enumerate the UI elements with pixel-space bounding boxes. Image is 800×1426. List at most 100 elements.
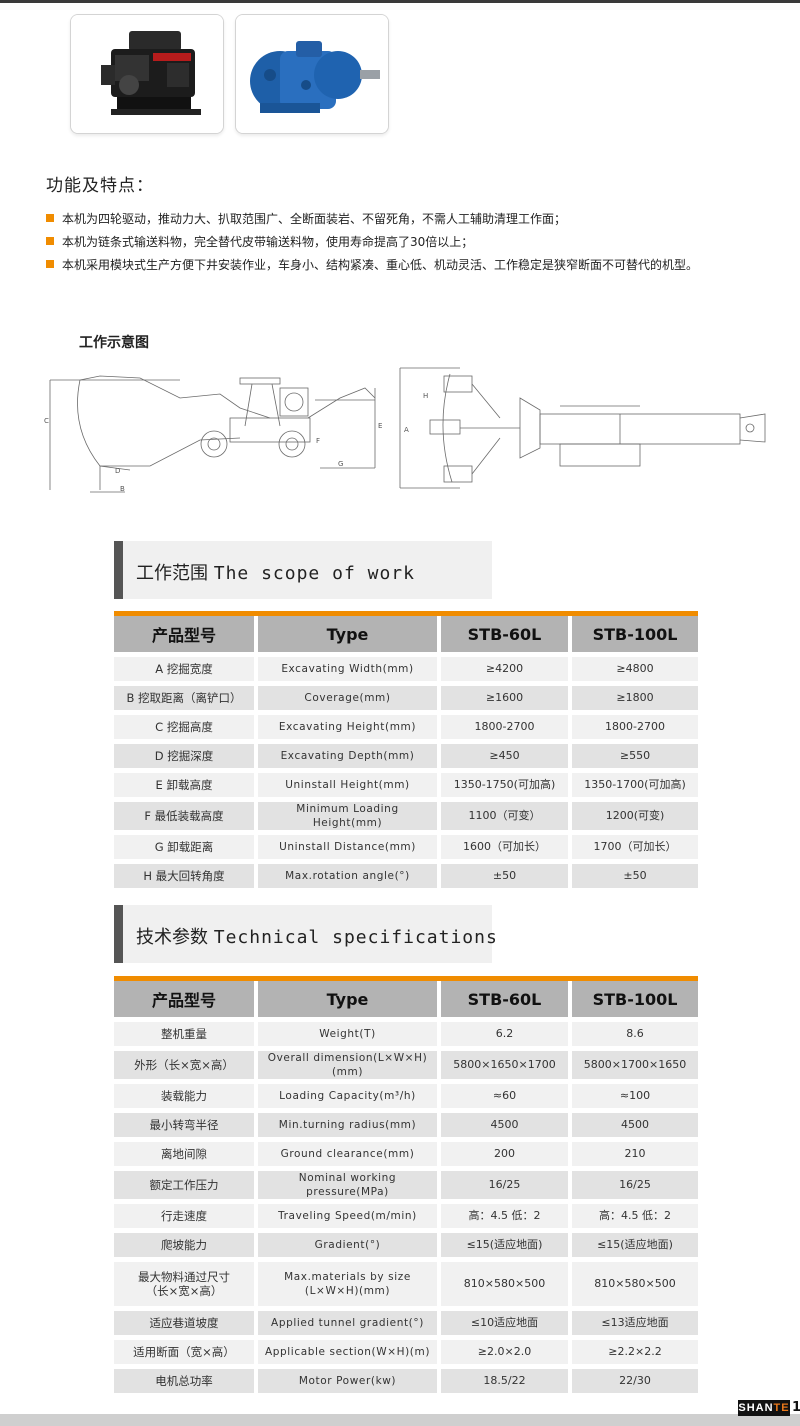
tech-title-zh: 技术参数 bbox=[136, 927, 208, 948]
cell-stb100l: 4500 bbox=[572, 1113, 698, 1137]
svg-text:B: B bbox=[120, 485, 125, 493]
cell-stb100l: 810×580×500 bbox=[572, 1262, 698, 1306]
cell-model: G 卸载距离 bbox=[114, 835, 258, 859]
header-stb100l: STB-100L bbox=[572, 981, 698, 1017]
footer-bar bbox=[0, 1414, 800, 1426]
cell-stb60l: ≤15(适应地面) bbox=[441, 1233, 572, 1257]
cell-type: Min.turning radius(mm) bbox=[258, 1113, 441, 1137]
page-number: 1 bbox=[792, 1400, 800, 1415]
cell-stb100l: 1200(可变) bbox=[572, 802, 698, 830]
cell-stb100l: 1350-1700(可加高) bbox=[572, 773, 698, 797]
cell-type: Ground clearance(mm) bbox=[258, 1142, 441, 1166]
diesel-engine-image bbox=[70, 14, 224, 134]
table-header-row: 产品型号 Type STB-60L STB-100L bbox=[114, 616, 698, 652]
cell-stb60l: 6.2 bbox=[441, 1022, 572, 1046]
cell-stb60l: 高：4.5 低：2 bbox=[441, 1204, 572, 1228]
cell-type: Excavating Width(mm) bbox=[258, 657, 441, 681]
scope-title-en: The scope of work bbox=[213, 563, 415, 584]
header-stb60l: STB-60L bbox=[441, 981, 572, 1017]
features-title: 功能及特点： bbox=[46, 176, 154, 196]
header-type: Type bbox=[258, 981, 441, 1017]
cell-type: Max.rotation angle(°) bbox=[258, 864, 441, 888]
header-stb100l: STB-100L bbox=[572, 616, 698, 652]
cell-stb60l: ≥4200 bbox=[441, 657, 572, 681]
cell-model: 爬坡能力 bbox=[114, 1233, 258, 1257]
cell-stb100l: 22/30 bbox=[572, 1369, 698, 1393]
cell-type: Excavating Height(mm) bbox=[258, 715, 441, 739]
cell-stb100l: ≥550 bbox=[572, 744, 698, 768]
cell-model: 行走速度 bbox=[114, 1204, 258, 1228]
table-header-row: 产品型号 Type STB-60L STB-100L bbox=[114, 981, 698, 1017]
cell-stb100l: ≥2.2×2.2 bbox=[572, 1340, 698, 1364]
cell-model: 额定工作压力 bbox=[114, 1171, 258, 1199]
table-row: 适用断面（宽×高）Applicable section(W×H)(m)≥2.0×… bbox=[114, 1340, 698, 1364]
cell-stb60l: ≤10适应地面 bbox=[441, 1311, 572, 1335]
svg-text:H: H bbox=[423, 392, 428, 400]
bullet-square-icon bbox=[46, 214, 54, 222]
scope-section-header: 工作范围 The scope of work bbox=[114, 541, 492, 599]
tech-section-header: 技术参数 Technical specifications bbox=[114, 905, 497, 963]
cell-type: Uninstall Distance(mm) bbox=[258, 835, 441, 859]
cell-stb60l: ≥2.0×2.0 bbox=[441, 1340, 572, 1364]
tech-title-en: Technical specifications bbox=[213, 927, 498, 948]
cell-model: 装载能力 bbox=[114, 1084, 258, 1108]
cell-stb100l: ±50 bbox=[572, 864, 698, 888]
svg-text:D: D bbox=[115, 467, 120, 475]
cell-type: Overall dimension(L×W×H)(mm) bbox=[258, 1051, 441, 1079]
cell-model: D 挖掘深度 bbox=[114, 744, 258, 768]
cell-model: 电机总功率 bbox=[114, 1369, 258, 1393]
svg-text:A: A bbox=[404, 426, 409, 434]
section-bar bbox=[114, 541, 123, 599]
bullet-square-icon bbox=[46, 237, 54, 245]
cell-stb60l: 1800-2700 bbox=[441, 715, 572, 739]
cell-model: 适应巷道坡度 bbox=[114, 1311, 258, 1335]
cell-model: F 最低装载高度 bbox=[114, 802, 258, 830]
cell-stb100l: 16/25 bbox=[572, 1171, 698, 1199]
cell-model: B 挖取距离（离铲口） bbox=[114, 686, 258, 710]
cell-type: Minimum Loading Height(mm) bbox=[258, 802, 441, 830]
cell-model: 离地间隙 bbox=[114, 1142, 258, 1166]
cell-stb60l: 1350-1750(可加高) bbox=[441, 773, 572, 797]
table-row: B 挖取距离（离铲口）Coverage(mm)≥1600≥1800 bbox=[114, 686, 698, 710]
section-bar bbox=[114, 905, 123, 963]
cell-stb60l: 810×580×500 bbox=[441, 1262, 572, 1306]
cell-type: Applicable section(W×H)(m) bbox=[258, 1340, 441, 1364]
header-stb60l: STB-60L bbox=[441, 616, 572, 652]
cell-model: 最小转弯半径 bbox=[114, 1113, 258, 1137]
cell-type: Max.materials by size (L×W×H)(mm) bbox=[258, 1262, 441, 1306]
table-row: 外形（长×宽×高）Overall dimension(L×W×H)(mm)580… bbox=[114, 1051, 698, 1079]
top-border bbox=[0, 0, 800, 3]
table-row: 最大物料通过尺寸 （长×宽×高）Max.materials by size (L… bbox=[114, 1262, 698, 1306]
cell-model: A 挖掘宽度 bbox=[114, 657, 258, 681]
cell-stb100l: 1800-2700 bbox=[572, 715, 698, 739]
cell-stb60l: 5800×1650×1700 bbox=[441, 1051, 572, 1079]
scope-divider bbox=[114, 611, 698, 616]
cell-model: 外形（长×宽×高） bbox=[114, 1051, 258, 1079]
cell-stb60l: ≈60 bbox=[441, 1084, 572, 1108]
cell-type: Motor Power(kw) bbox=[258, 1369, 441, 1393]
cell-stb100l: 高：4.5 低：2 bbox=[572, 1204, 698, 1228]
scope-title-zh: 工作范围 bbox=[136, 563, 208, 584]
header-model: 产品型号 bbox=[114, 616, 258, 652]
cell-type: Gradient(°) bbox=[258, 1233, 441, 1257]
bullet-square-icon bbox=[46, 260, 54, 268]
cell-type: Excavating Depth(mm) bbox=[258, 744, 441, 768]
header-type: Type bbox=[258, 616, 441, 652]
cell-model: E 卸载高度 bbox=[114, 773, 258, 797]
cell-model: H 最大回转角度 bbox=[114, 864, 258, 888]
cell-type: Coverage(mm) bbox=[258, 686, 441, 710]
cell-stb100l: ≤15(适应地面) bbox=[572, 1233, 698, 1257]
cell-stb60l: 1600（可加长） bbox=[441, 835, 572, 859]
